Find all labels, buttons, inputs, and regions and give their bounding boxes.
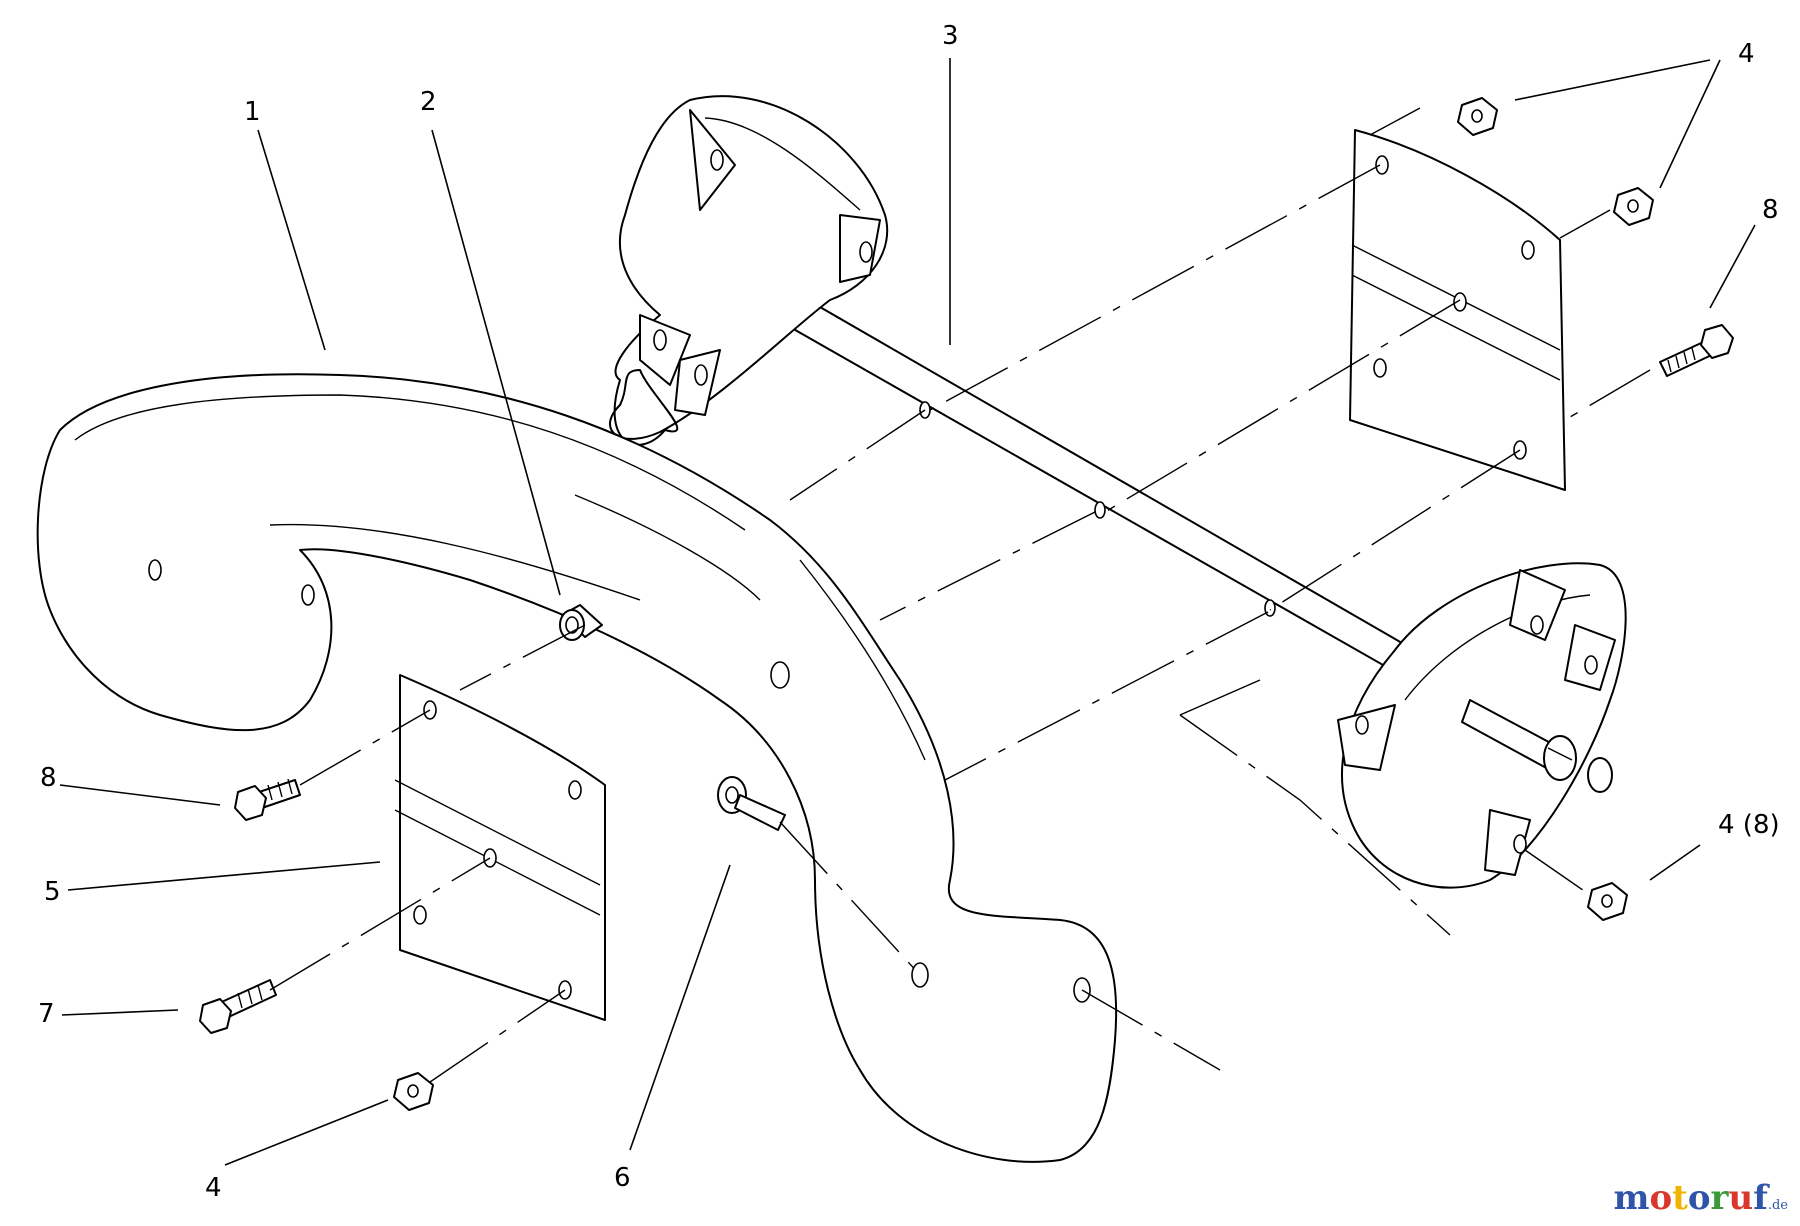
leader-lines (59, 58, 1756, 1166)
bushing (559, 604, 603, 641)
watermark-letter: u (1728, 1178, 1754, 1218)
bolt-right (1659, 324, 1734, 377)
watermark-letter: t (1672, 1178, 1688, 1218)
right-paddle (1349, 129, 1566, 491)
callout-1: 1 (244, 97, 261, 127)
watermark-letter: m (1613, 1178, 1650, 1218)
callout-7: 7 (38, 999, 55, 1029)
bolt-left-lower (199, 979, 277, 1034)
callout-6: 6 (614, 1163, 631, 1193)
assembly-lines (269, 107, 1651, 1083)
watermark-letter: o (1649, 1178, 1673, 1218)
nut-top-2 (1613, 187, 1654, 226)
callout-4-8: 4 (8) (1718, 810, 1780, 840)
nut-bottom-right (1587, 882, 1628, 921)
left-paddle (394, 674, 606, 1021)
auger-housing (36, 373, 1118, 1163)
callout-4-top: 4 (1738, 39, 1755, 69)
bolt-left-upper (234, 778, 301, 821)
callout-5: 5 (44, 877, 61, 907)
callout-8-left: 8 (40, 763, 57, 793)
watermark-logo: motoruf.de (1613, 1178, 1788, 1218)
callout-4-bottom: 4 (205, 1173, 222, 1203)
nut-bottom-left (393, 1072, 434, 1111)
watermark-letter: r (1710, 1178, 1729, 1218)
front-auger-flighting (1337, 562, 1627, 889)
nut-top-1 (1457, 97, 1498, 136)
callout-8-right: 8 (1762, 195, 1779, 225)
watermark-letter: f (1753, 1178, 1768, 1218)
callout-3: 3 (942, 21, 959, 51)
watermark-text: motoruf (1613, 1178, 1767, 1218)
watermark-suffix: .de (1767, 1198, 1788, 1213)
watermark-letter: o (1687, 1178, 1711, 1218)
rear-auger-flighting (609, 95, 889, 446)
shear-bolt (717, 776, 786, 831)
callout-labels: 1 2 3 4 8 8 5 7 4 6 4 (8) (38, 21, 1780, 1203)
callout-2: 2 (420, 87, 437, 117)
